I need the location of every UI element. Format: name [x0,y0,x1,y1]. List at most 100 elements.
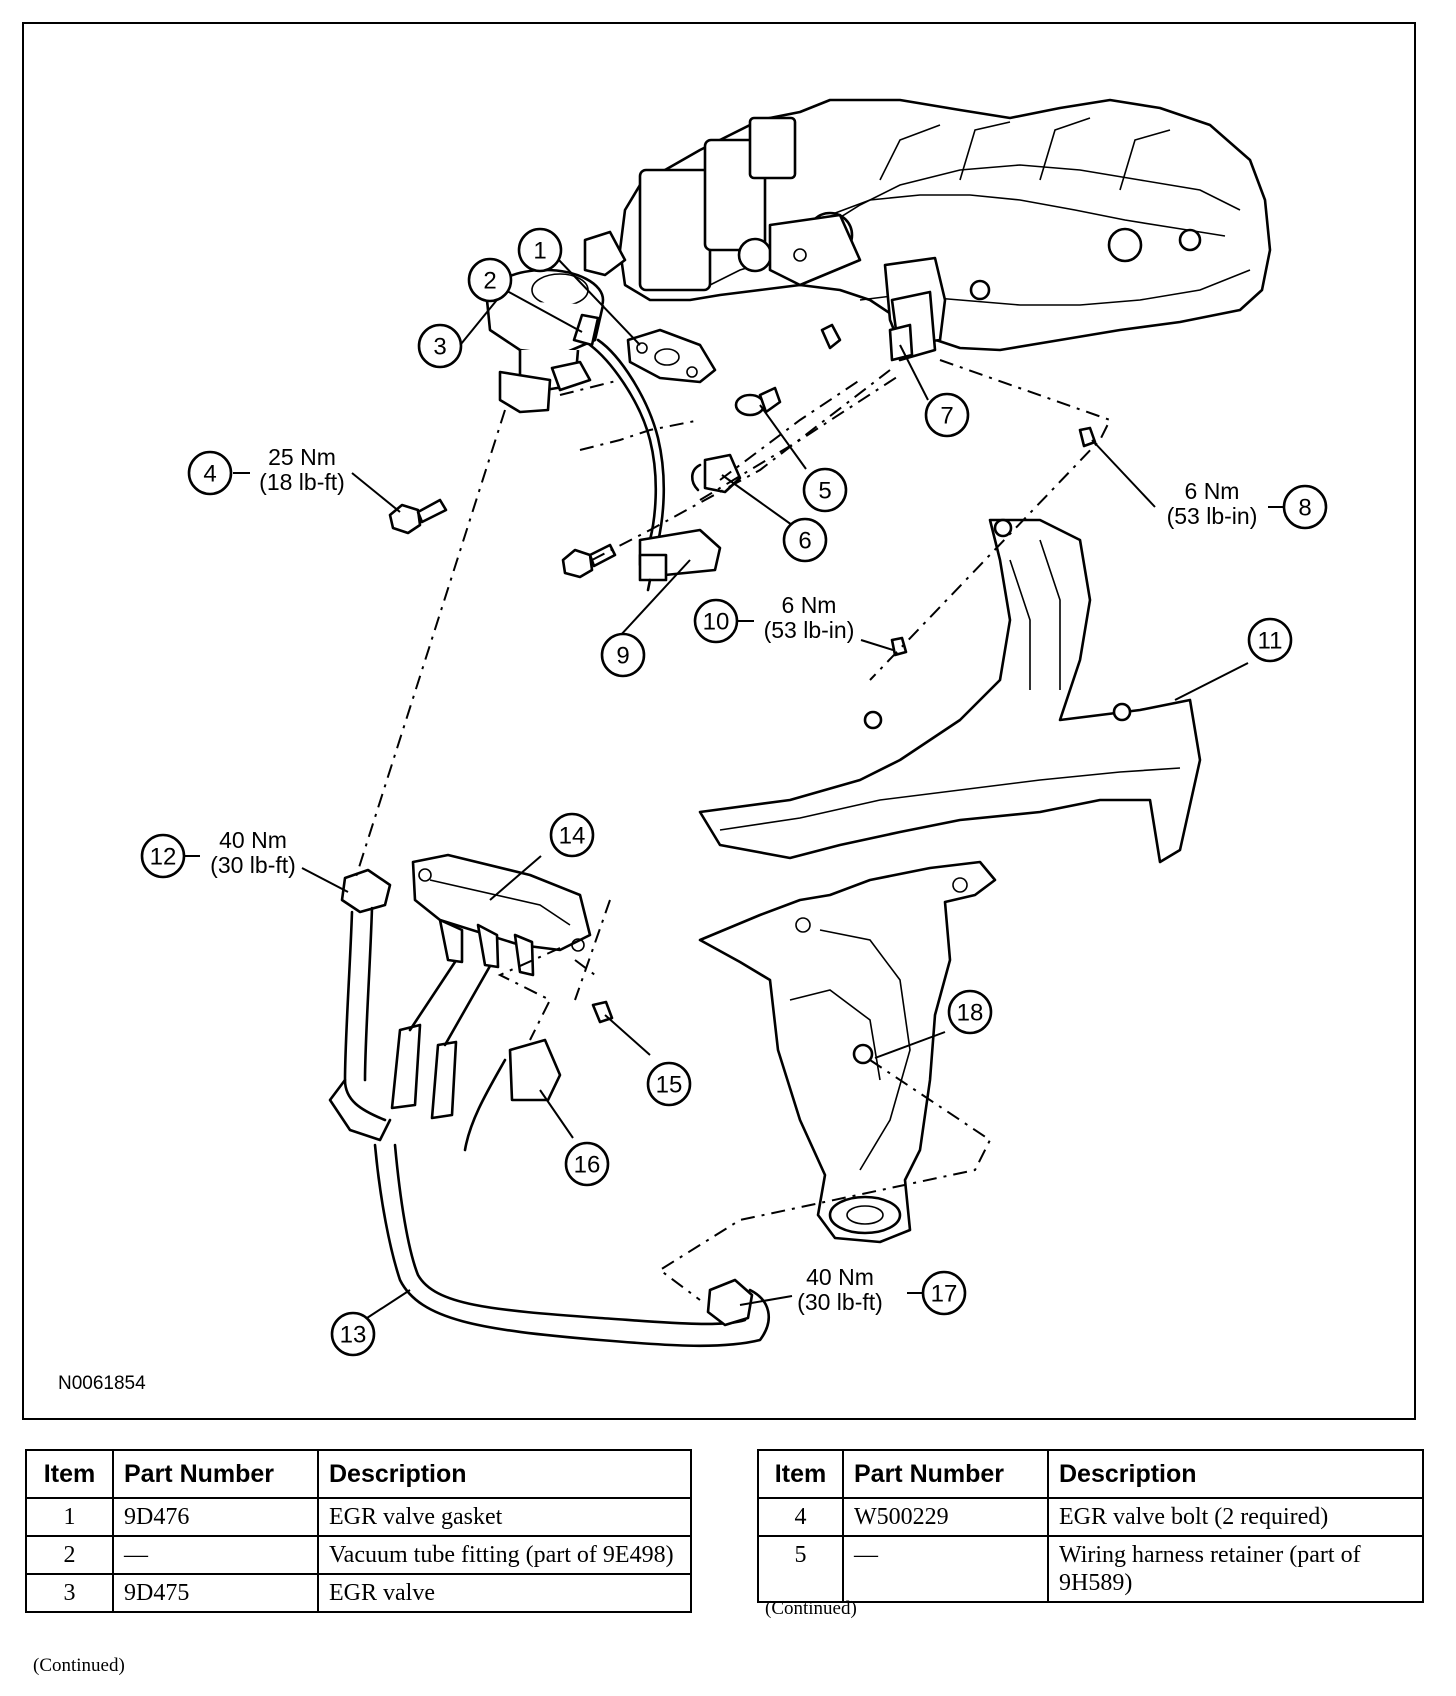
svg-text:5: 5 [818,478,831,505]
callout-10: 10 [693,598,739,644]
hoses [390,960,492,1120]
svg-text:40 Nm: 40 Nm [806,1264,874,1290]
svg-text:(30 lb-ft): (30 lb-ft) [210,852,296,878]
header-item: Item [757,1449,844,1499]
description: EGR valve gasket [317,1497,692,1537]
part-number: 9D475 [112,1573,319,1613]
svg-text:18: 18 [957,1000,984,1027]
assembly-lines [354,359,1112,1301]
svg-text:2: 2 [483,268,496,295]
torque-label-8: 6 Nm (53 lb-in) [1167,478,1258,529]
callout-11: 11 [1247,617,1293,663]
item-number: 4 [757,1497,844,1537]
torque-label-4: 25 Nm (18 lb-ft) [259,444,345,495]
item-number: 2 [25,1535,114,1575]
pressure-sensor [411,853,592,977]
callout-15: 15 [646,1061,692,1107]
svg-text:(30 lb-ft): (30 lb-ft) [797,1289,883,1315]
header-part-number: Part Number [842,1449,1049,1499]
diagram-frame [22,22,1416,1420]
item-number: 1 [25,1497,114,1537]
svg-text:17: 17 [931,1281,958,1308]
item-number: 5 [757,1535,844,1603]
part-number: — [842,1535,1049,1603]
svg-text:4: 4 [203,461,216,488]
torque-label-12: 40 Nm (30 lb-ft) [210,827,296,878]
table-row: 5 — Wiring harness retainer (part of 9H5… [757,1535,1424,1603]
figure-id: N0061854 [58,1373,146,1394]
description: EGR valve [317,1573,692,1613]
torque-label-17: 40 Nm (30 lb-ft) [797,1264,883,1315]
svg-text:16: 16 [574,1152,601,1179]
callout-18: 18 [947,989,993,1035]
svg-text:6: 6 [798,528,811,555]
svg-text:6 Nm: 6 Nm [782,592,837,618]
callout-14: 14 [549,812,595,858]
egr-bolts [388,498,617,579]
small-parts-upper [690,290,1097,657]
svg-text:6 Nm: 6 Nm [1185,478,1240,504]
callout-17: 17 [921,1270,967,1316]
continued-note-left: (Continued) [33,1655,125,1676]
egr-tube [328,868,770,1348]
continued-note-right: (Continued) [765,1598,857,1619]
callout-12: 12 [140,833,186,879]
parts-table-left: Item Part Number Description 1 9D476 EGR… [25,1449,692,1613]
vacuum-tube-fitting [572,313,666,544]
table-row: 4 W500229 EGR valve bolt (2 required) [757,1497,1424,1537]
svg-text:10: 10 [703,609,730,636]
svg-text:13: 13 [340,1322,367,1349]
svg-text:40 Nm: 40 Nm [219,827,287,853]
callout-6: 6 [782,517,828,563]
callout-9: 9 [600,632,646,678]
intake-manifold [583,98,1272,352]
heat-shield [698,518,1202,864]
svg-text:(53 lb-in): (53 lb-in) [764,617,855,643]
svg-text:9: 9 [616,643,629,670]
callout-2: 2 [467,257,513,303]
svg-text:7: 7 [940,403,953,430]
svg-text:(18 lb-ft): (18 lb-ft) [259,469,345,495]
callout-16: 16 [564,1141,610,1187]
exploded-diagram: 1 2 3 4 5 6 7 8 9 10 11 12 [58,98,1328,1394]
svg-text:(53 lb-in): (53 lb-in) [1167,503,1258,529]
description: Vacuum tube fitting (part of 9E498) [317,1535,692,1575]
sensor-bracket [638,528,722,592]
callout-5: 5 [802,467,848,513]
callout-1: 1 [517,227,563,273]
description: Wiring harness retainer (part of 9H589) [1047,1535,1424,1603]
table-row: 3 9D475 EGR valve [25,1573,692,1613]
header-part-number: Part Number [112,1449,319,1499]
callout-3: 3 [417,323,463,369]
parts-table-right: Item Part Number Description 4 W500229 E… [757,1449,1424,1603]
callout-4: 4 [187,450,233,496]
svg-text:8: 8 [1298,495,1311,522]
item-number: 3 [25,1573,114,1613]
svg-text:15: 15 [656,1072,683,1099]
svg-text:25 Nm: 25 Nm [268,444,336,470]
svg-text:12: 12 [150,844,177,871]
svg-text:11: 11 [1258,628,1283,655]
torque-label-10: 6 Nm (53 lb-in) [764,592,855,643]
callout-8: 8 [1282,484,1328,530]
header-description: Description [1047,1449,1424,1499]
exhaust-manifold [698,860,997,1244]
small-parts-lower [463,1000,614,1152]
part-number: 9D476 [112,1497,319,1537]
leader-lines [184,257,1285,1319]
table-header-row: Item Part Number Description [757,1449,1424,1499]
part-number: W500229 [842,1497,1049,1537]
description: EGR valve bolt (2 required) [1047,1497,1424,1537]
svg-text:3: 3 [433,334,446,361]
callout-13: 13 [330,1311,376,1357]
header-item: Item [25,1449,114,1499]
table-row: 2 — Vacuum tube fitting (part of 9E498) [25,1535,692,1575]
svg-text:1: 1 [533,238,546,265]
egr-gasket [626,328,717,384]
table-header-row: Item Part Number Description [25,1449,692,1499]
svg-text:14: 14 [559,823,586,850]
table-row: 1 9D476 EGR valve gasket [25,1497,692,1537]
header-description: Description [317,1449,692,1499]
callout-7: 7 [924,392,970,438]
part-number: — [112,1535,319,1575]
